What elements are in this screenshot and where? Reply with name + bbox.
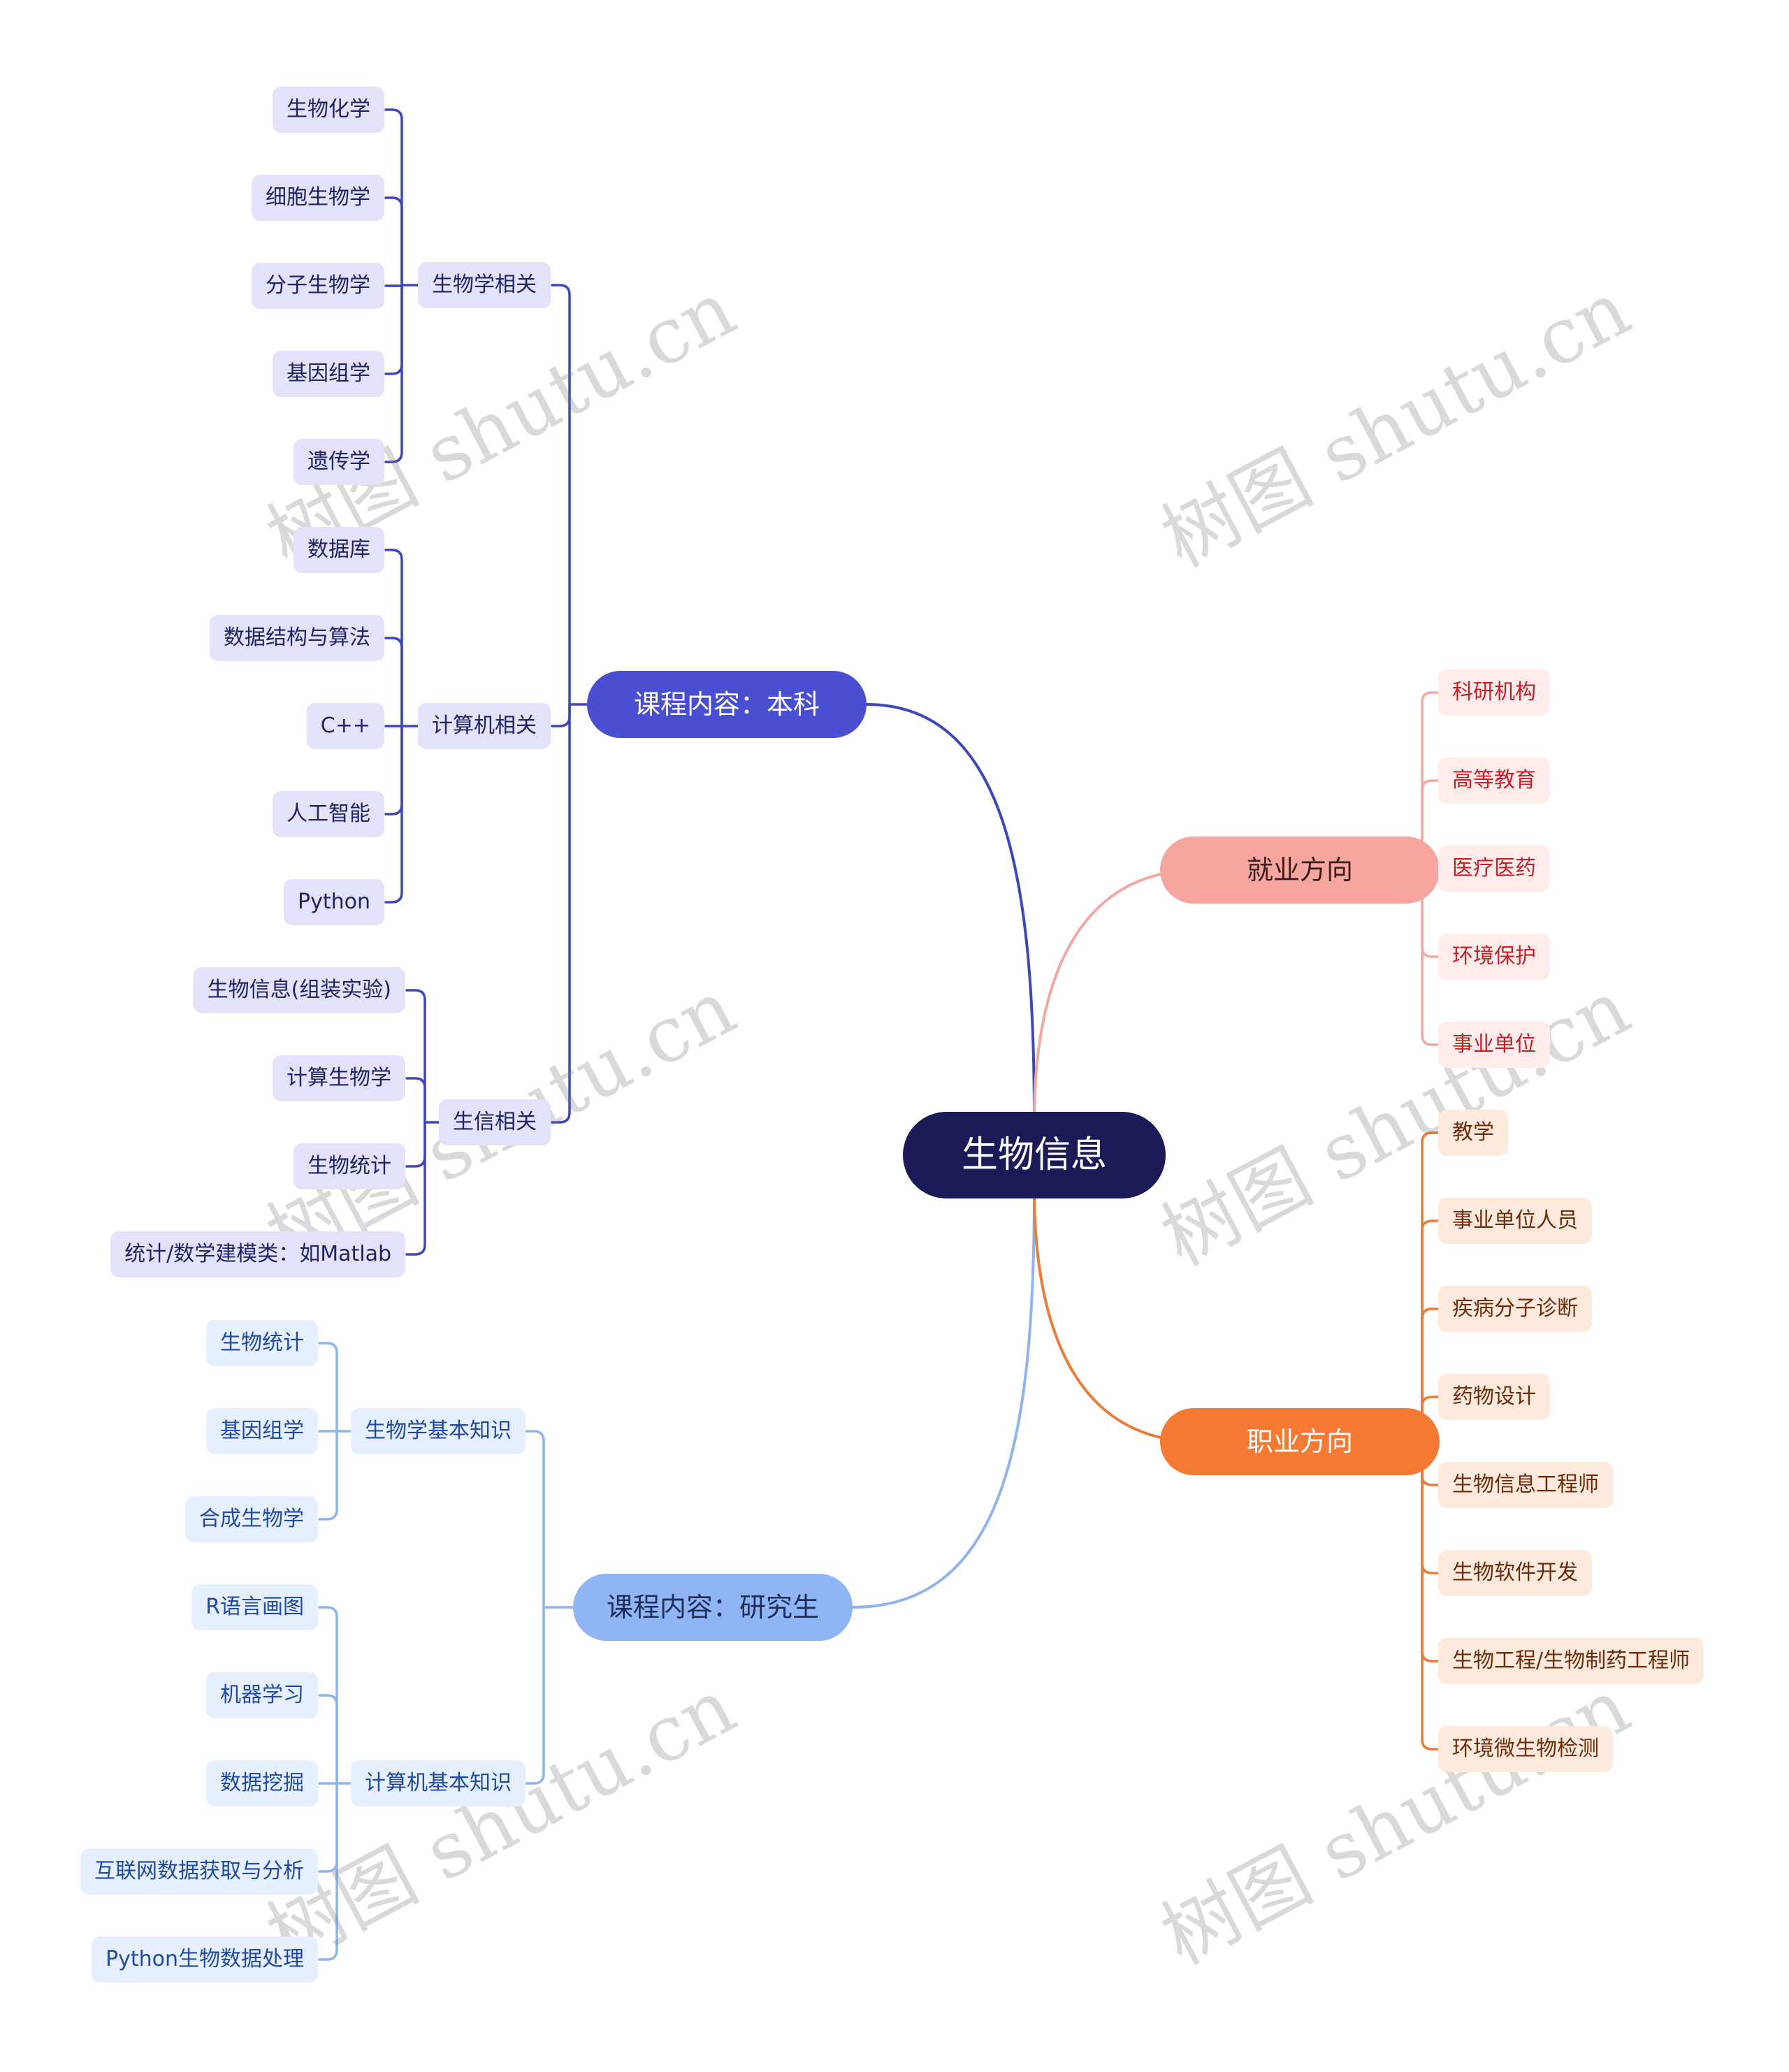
leaf-topic[interactable]: 互联网数据获取与分析 (80, 1848, 318, 1894)
link-undergrad-group (551, 703, 571, 1124)
leaf-topic[interactable]: 人工智能 (273, 791, 384, 837)
group-computer-basics[interactable]: 计算机基本知识 (351, 1760, 526, 1806)
link-group-leaf (318, 1606, 338, 1785)
link-group-leaf (384, 725, 403, 816)
leaf-topic[interactable]: 机器学习 (206, 1672, 318, 1718)
link-group-leaf (384, 108, 403, 287)
leaf-topic[interactable]: 计算生物学 (273, 1055, 405, 1101)
group-bioinformatics[interactable]: 生信相关 (439, 1099, 551, 1145)
group-biology-basics[interactable]: 生物学基本知识 (351, 1408, 526, 1454)
link-root-employment (1033, 869, 1201, 1122)
leaf-topic[interactable]: 疾病分子诊断 (1438, 1286, 1592, 1332)
leaf-topic[interactable]: 科研机构 (1438, 669, 1550, 716)
leaf-topic[interactable]: 教学 (1438, 1110, 1508, 1156)
link-employment-leaf (1421, 691, 1440, 871)
link-group-leaf (405, 989, 426, 1124)
link-career-leaf (1421, 1307, 1440, 1443)
link-group-leaf (384, 549, 403, 727)
leaf-topic[interactable]: 数据库 (294, 527, 384, 573)
leaf-topic[interactable]: R语言画图 (191, 1584, 318, 1630)
link-career-leaf (1421, 1219, 1440, 1443)
link-group-leaf (318, 1430, 338, 1521)
branch-career[interactable]: 职业方向 (1160, 1408, 1440, 1475)
link-grad-group (524, 1430, 545, 1609)
link-group-leaf (318, 1342, 338, 1433)
leaf-topic[interactable]: 生物信息(组装实验) (193, 967, 405, 1013)
link-group-leaf (384, 725, 403, 904)
leaf-topic[interactable]: 生物统计 (294, 1143, 405, 1189)
link-employment-leaf (1421, 869, 1440, 1046)
leaf-topic[interactable]: 环境保护 (1438, 934, 1550, 980)
leaf-topic[interactable]: 数据挖掘 (206, 1760, 318, 1806)
group-computer[interactable]: 计算机相关 (418, 703, 551, 749)
leaf-topic[interactable]: 生物软件开发 (1438, 1550, 1592, 1596)
link-group-leaf (384, 637, 403, 727)
link-root-career (1033, 1189, 1201, 1443)
link-group-leaf (405, 1121, 426, 1168)
leaf-topic[interactable]: C++ (306, 703, 384, 749)
leaf-topic[interactable]: 细胞生物学 (252, 175, 384, 221)
link-root-grad (851, 1189, 1036, 1609)
leaf-topic[interactable]: 事业单位人员 (1438, 1198, 1592, 1244)
leaf-topic[interactable]: 统计/数学建模类：如Matlab (110, 1231, 405, 1277)
leaf-topic[interactable]: 生物统计 (206, 1320, 318, 1366)
leaf-topic[interactable]: 生物信息工程师 (1438, 1462, 1613, 1508)
leaf-topic[interactable]: 合成生物学 (185, 1496, 318, 1542)
link-grad-group (524, 1606, 545, 1785)
link-group-leaf (384, 284, 403, 463)
link-career-leaf (1421, 1440, 1440, 1662)
link-group-leaf (384, 196, 403, 287)
root-topic[interactable]: 生物信息 (903, 1112, 1166, 1198)
branch-undergrad-courses[interactable]: 课程内容：本科 (587, 671, 867, 738)
leaf-topic[interactable]: 生物化学 (273, 87, 384, 133)
leaf-topic[interactable]: 遗传学 (294, 439, 384, 485)
branch-employment[interactable]: 就业方向 (1160, 836, 1440, 904)
link-career-leaf (1421, 1396, 1440, 1443)
link-career-leaf (1421, 1131, 1440, 1443)
leaf-topic[interactable]: 高等教育 (1438, 758, 1550, 804)
leaf-topic[interactable]: 数据结构与算法 (210, 615, 384, 661)
link-employment-leaf (1421, 779, 1440, 871)
link-group-leaf (384, 284, 403, 375)
link-undergrad-group (551, 703, 571, 727)
leaf-topic[interactable]: 事业单位 (1438, 1022, 1550, 1068)
link-root-undergrad (865, 703, 1036, 1122)
link-group-leaf (318, 1694, 338, 1785)
branch-grad-courses[interactable]: 课程内容：研究生 (573, 1574, 853, 1641)
leaf-topic[interactable]: Python生物数据处理 (92, 1936, 318, 1983)
group-biology[interactable]: 生物学相关 (418, 262, 551, 308)
link-group-leaf (318, 1782, 338, 1961)
link-career-leaf (1421, 1440, 1440, 1751)
leaf-topic[interactable]: 基因组学 (273, 351, 384, 397)
leaf-topic[interactable]: Python (284, 879, 384, 925)
leaf-topic[interactable]: 医疗医药 (1438, 846, 1550, 892)
link-group-leaf (405, 1077, 426, 1124)
leaf-topic[interactable]: 药物设计 (1438, 1374, 1550, 1420)
leaf-topic[interactable]: 环境微生物检测 (1438, 1726, 1613, 1772)
leaf-topic[interactable]: 生物工程/生物制药工程师 (1438, 1638, 1704, 1684)
leaf-topic[interactable]: 分子生物学 (252, 263, 384, 309)
link-undergrad-group (551, 284, 571, 706)
leaf-topic[interactable]: 基因组学 (206, 1408, 318, 1454)
link-group-leaf (318, 1782, 338, 1873)
link-group-leaf (405, 1121, 426, 1256)
